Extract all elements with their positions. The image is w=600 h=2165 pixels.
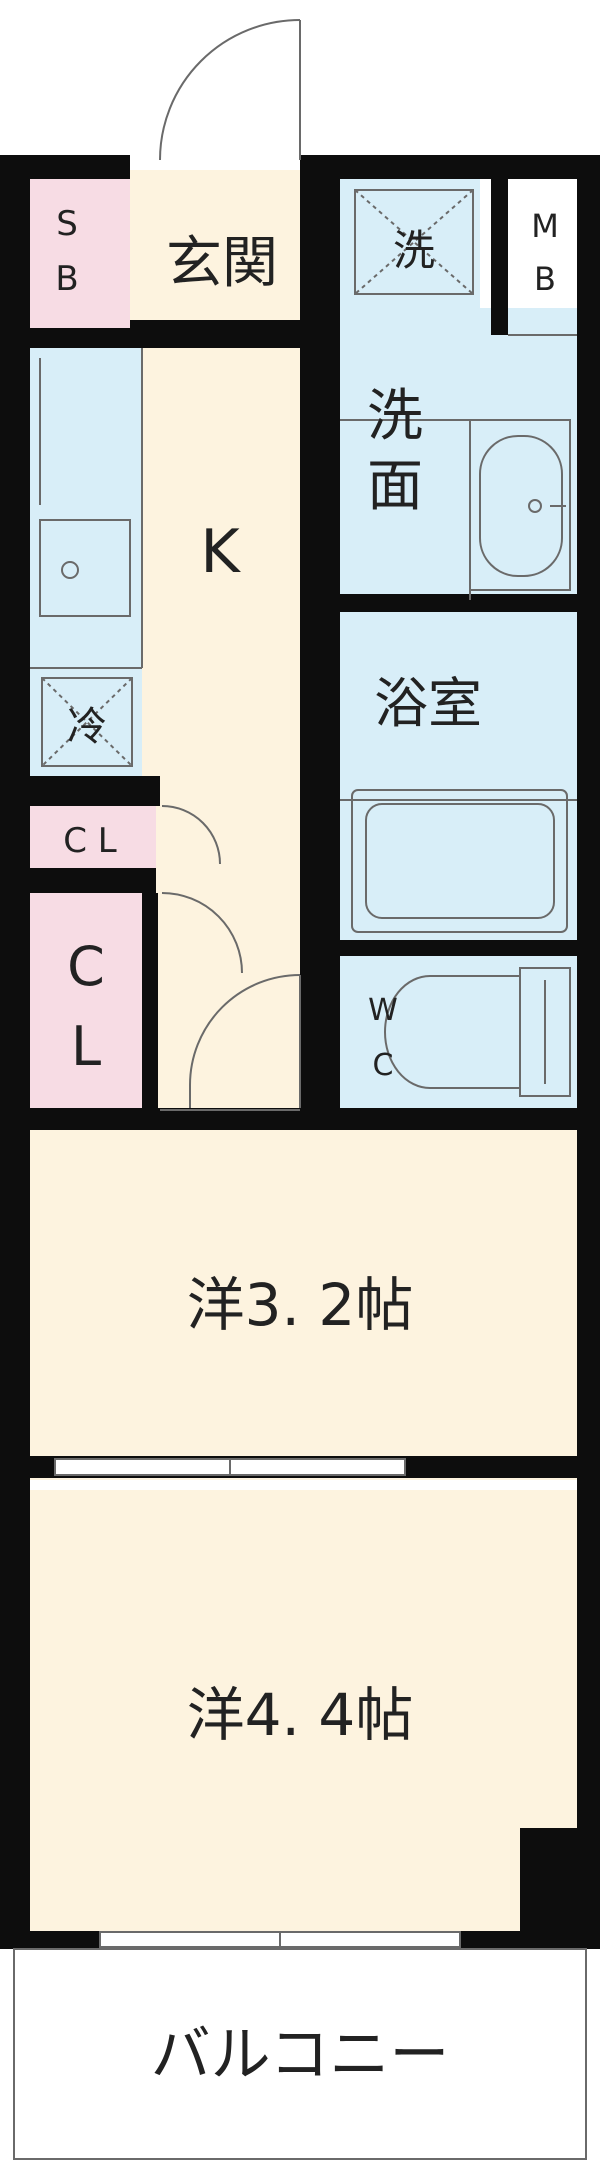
closet-door-swing-icon: [161, 805, 301, 1108]
genkan-room: [130, 170, 315, 328]
senmen-label-2: 面: [367, 454, 423, 519]
sb-room: [30, 178, 130, 328]
wc-room: [340, 956, 577, 1110]
wc-label-w: W: [368, 993, 398, 1028]
room-4-4-label: 洋4. 4帖: [187, 1681, 414, 1749]
sb-label-b: B: [55, 259, 78, 299]
mb-label-m: M: [531, 207, 559, 245]
sliding-window-icon: [54, 1458, 461, 1948]
kitchen-counter: [30, 348, 142, 668]
kitchen-label: K: [200, 517, 241, 587]
room-4-4-fill: [30, 1490, 577, 1933]
interior-lines: [30, 334, 577, 1111]
senmen-room: [340, 308, 577, 598]
room-3-2-fill: [30, 1130, 577, 1480]
senmen-label-1: 洗: [367, 384, 423, 449]
cl-label-l: L: [71, 1015, 101, 1078]
cl-label-c: C: [67, 935, 105, 998]
toilet-icon: [384, 967, 571, 1097]
bath-room: [340, 612, 577, 942]
cl-small-label: C L: [63, 821, 117, 861]
bathtub-icon: [351, 789, 568, 933]
fridge-label: 冷: [67, 704, 107, 750]
washer-pan-icon: [354, 189, 474, 295]
bath-label: 浴室: [374, 672, 482, 735]
wc-label-c: C: [373, 1048, 394, 1083]
entrance-door-icon: [159, 19, 301, 161]
mb-room: [508, 165, 578, 335]
sb-label-s: S: [56, 204, 78, 244]
sink-icon: [39, 519, 131, 617]
cl-room: [30, 893, 142, 1110]
balcony-area: [13, 1948, 587, 2160]
cl-small-room: [30, 806, 156, 868]
balcony-label: バルコニー: [151, 2020, 450, 2090]
washbasin-icon: [469, 419, 571, 591]
mb-label-b: B: [534, 260, 556, 298]
genkan-label: 玄関: [166, 231, 278, 296]
fridge-icon: [41, 677, 133, 767]
laundry-label: 洗: [393, 226, 435, 275]
room-3-2-label: 洋3. 2帖: [187, 1271, 414, 1339]
